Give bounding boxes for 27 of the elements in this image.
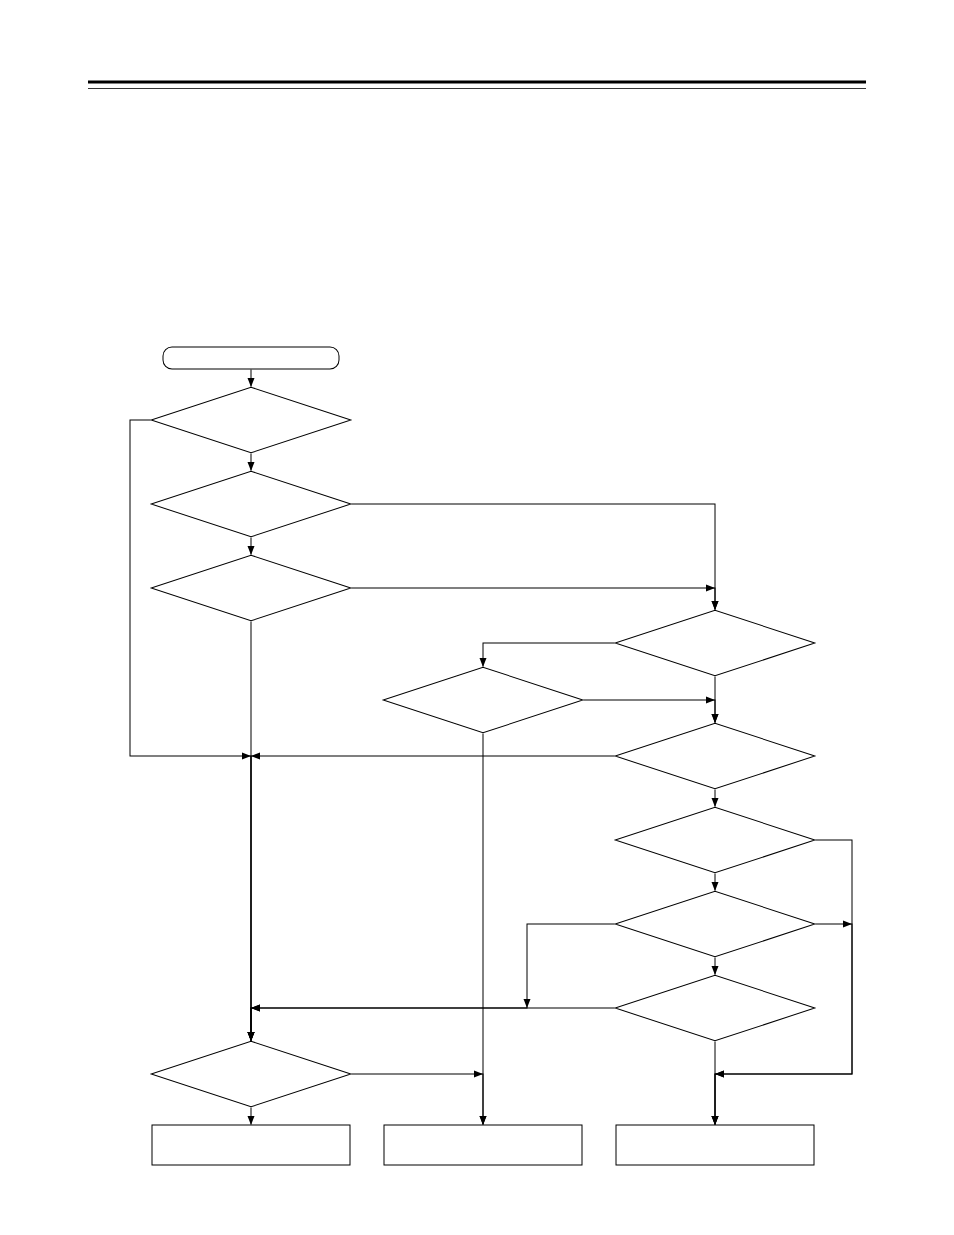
arrow: [351, 1070, 487, 1125]
arrow: [247, 1004, 615, 1041]
arrow: [711, 873, 719, 891]
decision-diamond: [150, 554, 352, 622]
arrow: [247, 1107, 255, 1125]
decision-diamond: [150, 386, 352, 454]
arrow: [711, 1041, 719, 1125]
decision-diamond: [150, 1040, 352, 1108]
decision-diamond: [614, 722, 816, 790]
arrow: [351, 584, 719, 610]
process-box: [615, 1124, 815, 1166]
process-box: [383, 1124, 583, 1166]
decision-diamond: [614, 806, 816, 874]
decision-diamond: [614, 890, 816, 958]
arrow: [711, 957, 719, 975]
decision-diamond: [614, 609, 816, 677]
arrow: [247, 369, 255, 387]
arrow: [247, 453, 255, 471]
arrow: [479, 642, 615, 667]
decision-diamond: [382, 666, 584, 734]
decision-diamond: [614, 974, 816, 1042]
terminator-box: [162, 346, 340, 370]
arrow: [583, 696, 719, 723]
arrow: [247, 537, 255, 555]
arrow: [711, 789, 719, 807]
process-box: [151, 1124, 351, 1166]
decision-diamond: [150, 470, 352, 538]
